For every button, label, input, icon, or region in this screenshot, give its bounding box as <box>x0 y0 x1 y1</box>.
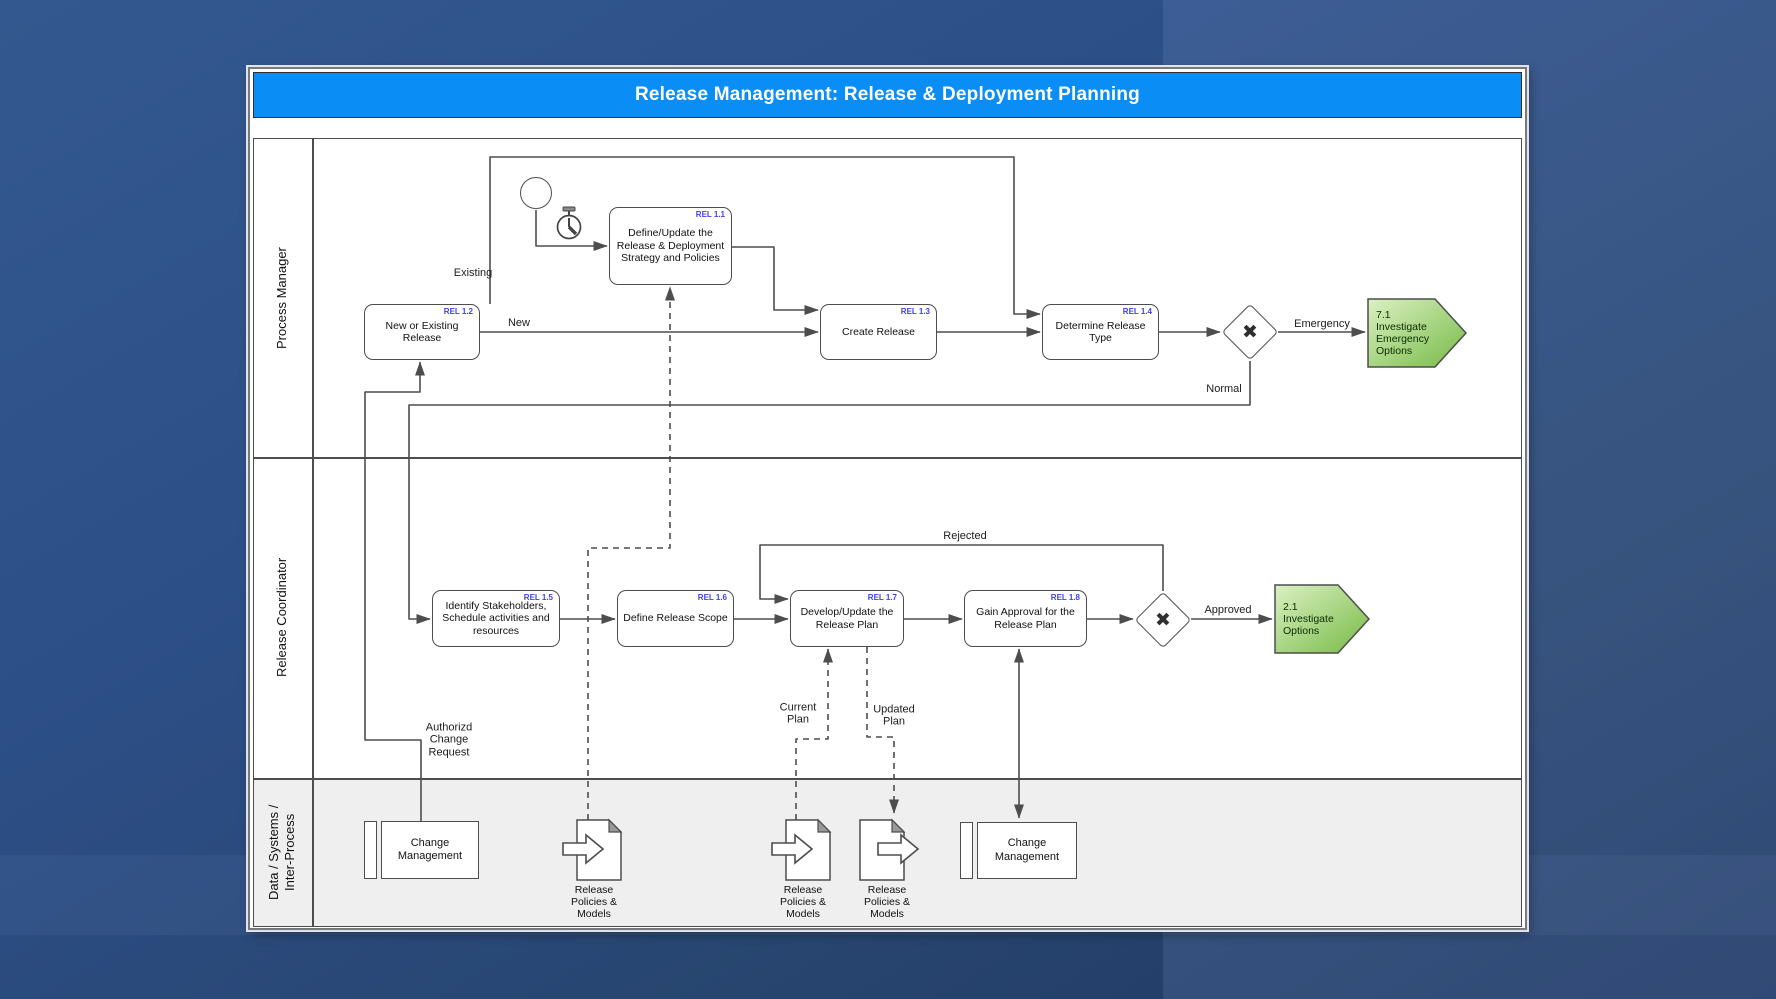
task-rel11: REL 1.1 Define/Update the Release & Depl… <box>609 207 732 285</box>
task-rel11-id: REL 1.1 <box>695 210 725 219</box>
task-rel16: REL 1.6 Define Release Scope <box>617 590 734 647</box>
edge-label-authorized-change-request: Authorizd Change Request <box>425 721 473 759</box>
interprocess-bar-left <box>364 821 377 879</box>
diagram-title: Release Management: Release & Deployment… <box>634 84 1140 105</box>
document-label: Release Policies & Models <box>570 884 618 921</box>
folded-corner-icon <box>608 818 623 833</box>
task-rel16-label: Define Release Scope <box>623 612 728 625</box>
lane-divider-2 <box>254 778 1521 780</box>
gateway-approval: ✖ <box>1134 591 1192 649</box>
document-release-policies-2 <box>771 818 832 881</box>
task-rel18-label: Gain Approval for the Release Plan <box>976 606 1075 631</box>
interprocess-bar-right <box>960 822 973 879</box>
task-rel14-label: Determine Release Type <box>1055 319 1146 344</box>
edge-label-rejected: Rejected <box>943 529 987 542</box>
lane-label-release-coordinator: Release Coordinator <box>273 557 289 678</box>
edge-label-approved: Approved <box>1204 603 1252 616</box>
task-rel15-id: REL 1.5 <box>523 593 553 602</box>
offpage-71-label: 7.1 Investigate Emergency Options <box>1376 308 1430 358</box>
diagram-title-bar: Release Management: Release & Deployment… <box>253 72 1522 118</box>
task-rel16-id: REL 1.6 <box>697 593 727 602</box>
task-rel12-label: New or Existing Release <box>385 319 459 344</box>
task-rel12: REL 1.2 New or Existing Release <box>364 304 480 360</box>
task-rel11-label: Define/Update the Release & Deployment S… <box>616 227 725 265</box>
task-rel14-id: REL 1.4 <box>1122 307 1152 316</box>
lane-label-column-divider <box>312 139 314 926</box>
edge-label-new: New <box>507 316 531 329</box>
task-rel17-id: REL 1.7 <box>867 593 897 602</box>
lane-label-data-systems: Data / Systems / Inter-Process <box>265 804 297 900</box>
edge-label-normal: Normal <box>1206 382 1242 395</box>
exclusive-gateway-marker-icon: ✖ <box>1242 321 1258 343</box>
document-label: Release Policies & Models <box>779 884 827 921</box>
task-rel17: REL 1.7 Develop/Update the Release Plan <box>790 590 904 647</box>
edge-label-current-plan: Current Plan <box>779 701 817 726</box>
folded-corner-icon <box>817 818 832 833</box>
offpage-investigate-options: 2.1 Investigate Options <box>1274 584 1371 654</box>
edge-label-updated-plan: Updated Plan <box>873 703 915 728</box>
offpage-investigate-emergency: 7.1 Investigate Emergency Options <box>1367 298 1468 368</box>
task-rel13-label: Create Release <box>842 325 915 338</box>
document-label: Release Policies & Models <box>863 884 911 921</box>
lane-divider-1 <box>254 457 1521 459</box>
task-rel12-id: REL 1.2 <box>443 307 473 316</box>
document-release-policies-1 <box>562 818 623 881</box>
task-rel15: REL 1.5 Identify Stakeholders, Schedule … <box>432 590 560 647</box>
start-event-circle <box>520 177 552 209</box>
document-release-policies-3 <box>859 818 920 881</box>
gateway-release-type: ✖ <box>1221 303 1279 361</box>
task-rel14: REL 1.4 Determine Release Type <box>1042 304 1159 360</box>
task-rel13: REL 1.3 Create Release <box>820 304 937 360</box>
offpage-21-label: 2.1 Investigate Options <box>1283 600 1334 638</box>
folded-corner-icon <box>891 818 906 833</box>
task-rel15-label: Identify Stakeholders, Schedule activiti… <box>442 599 550 637</box>
timer-icon <box>556 206 582 240</box>
exclusive-gateway-marker-icon: ✖ <box>1155 609 1171 631</box>
edge-label-existing: Existing <box>453 266 493 279</box>
edge-label-emergency: Emergency <box>1294 317 1350 330</box>
interprocess-change-mgmt-right: Change Management <box>977 822 1077 879</box>
interprocess-change-mgmt-left: Change Management <box>381 821 479 879</box>
task-rel18-id: REL 1.8 <box>1050 593 1080 602</box>
lane-label-process-manager: Process Manager <box>273 247 289 349</box>
input-arrow-icon <box>771 833 814 865</box>
task-rel13-id: REL 1.3 <box>900 307 930 316</box>
output-arrow-icon <box>877 833 920 865</box>
diagram-panel: Release Management: Release & Deployment… <box>248 67 1527 930</box>
task-rel18: REL 1.8 Gain Approval for the Release Pl… <box>964 590 1087 647</box>
task-rel17-label: Develop/Update the Release Plan <box>800 606 894 631</box>
input-arrow-icon <box>562 833 605 865</box>
